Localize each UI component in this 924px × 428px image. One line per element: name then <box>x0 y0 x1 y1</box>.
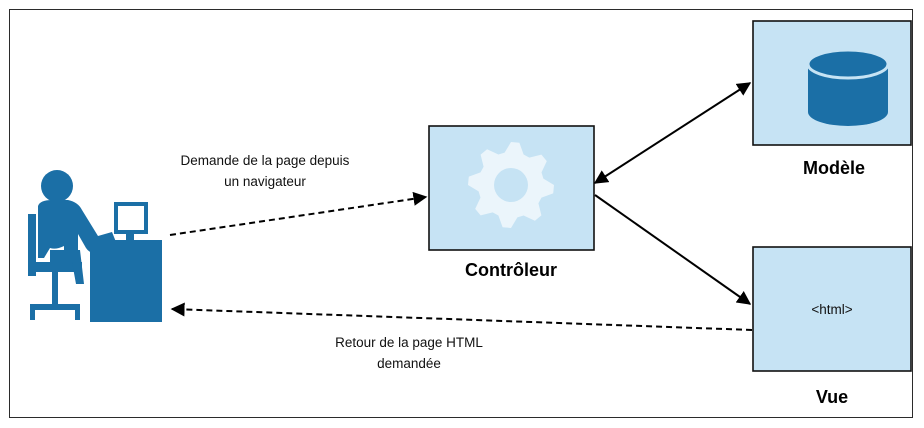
controller-label: Contrôleur <box>465 260 557 280</box>
response-label-line1: Retour de la page HTML <box>335 335 483 350</box>
controller-model-arrow <box>593 82 752 184</box>
view-label: Vue <box>816 387 848 407</box>
request-label-line1: Demande de la page depuis <box>181 153 350 168</box>
view-box <box>752 246 912 372</box>
response-arrow <box>170 302 753 331</box>
model-label: Modèle <box>803 158 865 178</box>
request-arrow <box>169 191 428 236</box>
controller-view-arrow <box>594 194 752 305</box>
gear-icon <box>468 142 554 228</box>
view-content: <html> <box>811 302 852 317</box>
request-label-line2: un navigateur <box>224 174 306 189</box>
controller-node: Contrôleur <box>428 125 595 280</box>
user-at-computer-icon <box>28 170 162 322</box>
model-node: Modèle <box>752 20 912 178</box>
response-label-line2: demandée <box>377 356 441 371</box>
database-icon <box>806 48 890 126</box>
view-node: <html> Vue <box>752 246 912 407</box>
